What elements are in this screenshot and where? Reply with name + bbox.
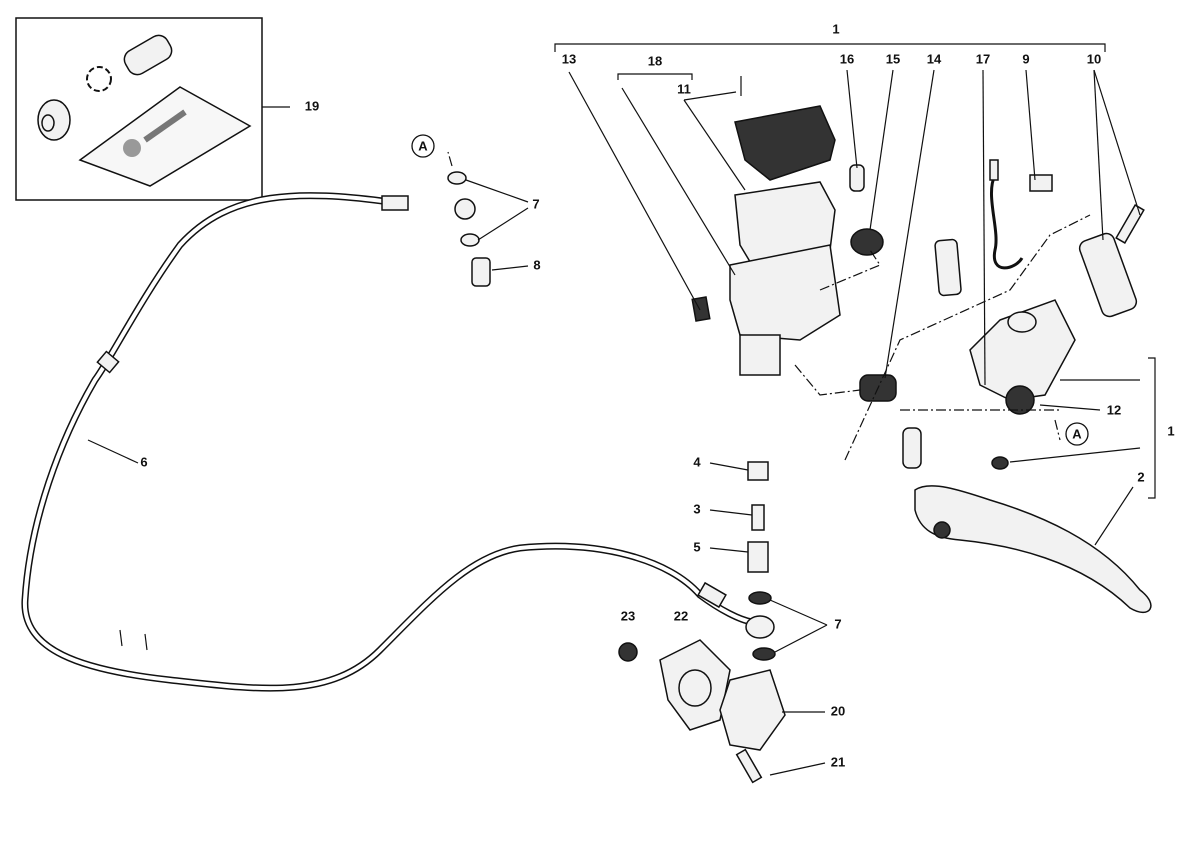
callout-12: 12 bbox=[1107, 402, 1121, 417]
callout-19: 19 bbox=[305, 98, 319, 113]
callout-7-top: 7 bbox=[532, 196, 539, 211]
slave-cylinder-parts bbox=[618, 461, 828, 784]
callout-2: 2 bbox=[1137, 469, 1144, 484]
clutch-hose bbox=[21, 192, 756, 692]
callout-4: 4 bbox=[693, 454, 701, 469]
callout-8: 8 bbox=[533, 257, 540, 272]
callout-10: 10 bbox=[1087, 51, 1101, 66]
callout-17: 17 bbox=[976, 51, 990, 66]
callout-6: 6 bbox=[140, 454, 147, 469]
callout-22: 22 bbox=[674, 608, 688, 623]
callout-16: 16 bbox=[840, 51, 854, 66]
callout-23: 23 bbox=[621, 608, 635, 623]
hose-fitting-top bbox=[381, 195, 409, 211]
callout-20: 20 bbox=[831, 703, 845, 718]
ref-a-top-label: A bbox=[418, 138, 428, 153]
callout-9: 9 bbox=[1022, 51, 1029, 66]
ref-a-right bbox=[1065, 422, 1089, 446]
lever-assembly bbox=[844, 69, 1152, 614]
ref-a-right-label: A bbox=[1072, 426, 1082, 441]
callout-1-top: 1 bbox=[832, 21, 839, 36]
callout-3: 3 bbox=[693, 501, 700, 516]
banjo-parts-top bbox=[447, 151, 529, 287]
ref-a-top bbox=[411, 134, 435, 158]
hose-fitting-bottom bbox=[697, 581, 727, 609]
callout-13: 13 bbox=[562, 51, 576, 66]
reservoir bbox=[568, 69, 935, 402]
repair-kit-inset bbox=[15, 17, 290, 201]
callout-14: 14 bbox=[927, 51, 942, 66]
callout-21: 21 bbox=[831, 754, 845, 769]
callout-7-bottom: 7 bbox=[834, 616, 841, 631]
callout-5: 5 bbox=[693, 539, 700, 554]
assembly-brackets bbox=[554, 43, 1156, 499]
callout-18: 18 bbox=[648, 53, 662, 68]
callout-1-right: 1 bbox=[1167, 423, 1174, 438]
callout-15: 15 bbox=[886, 51, 900, 66]
callout-11: 11 bbox=[677, 81, 691, 96]
